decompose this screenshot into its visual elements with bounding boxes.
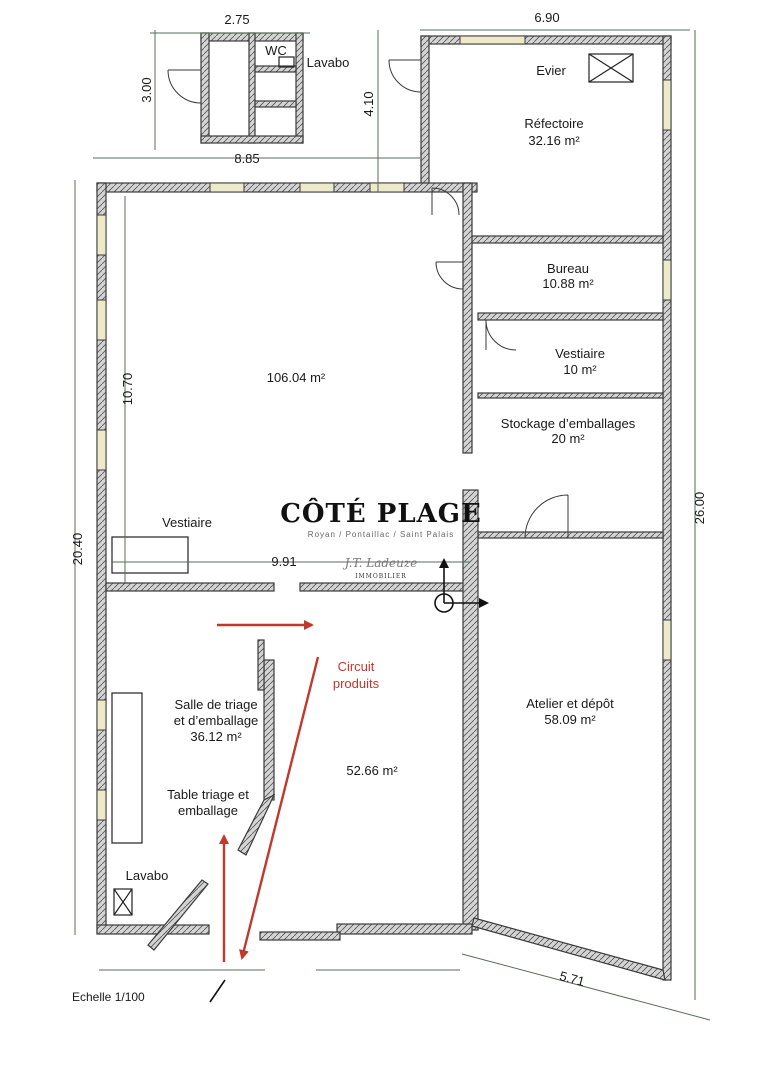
label-main-area: 106.04 m²: [267, 370, 326, 385]
dim-top-wc: 2.75: [224, 12, 249, 27]
label-lavabo-top: Lavabo: [307, 55, 350, 70]
dim-right-total: 26.00: [692, 492, 707, 525]
brand-name: CÔTÉ PLAGE: [280, 497, 482, 529]
diagonal-walls: [147, 793, 666, 981]
sorting-table: [111, 692, 143, 844]
lavabo-sink-icon: [113, 888, 133, 916]
dim-middle: 9.91: [271, 554, 296, 569]
fixtures: [111, 53, 634, 916]
label-refectoire: Réfectoire: [524, 116, 583, 131]
label-salle-area: 36.12 m²: [190, 729, 242, 744]
evier-sink-icon: [588, 53, 634, 83]
dim-top-right: 6.90: [534, 10, 559, 25]
label-atelier: Atelier et dépôt: [526, 696, 614, 711]
circuit-line-1: Circuit: [338, 659, 375, 674]
label-vestiaire-right-area: 10 m²: [563, 362, 597, 377]
dim-left-total: 20.40: [70, 533, 85, 566]
label-vestiaire-right: Vestiaire: [555, 346, 605, 361]
windows: [96, 35, 672, 821]
label-vestiaire-left: Vestiaire: [162, 515, 212, 530]
label-lavabo-bottom: Lavabo: [126, 868, 169, 883]
label-wc: WC: [265, 43, 287, 58]
dim-bottom-diag: 5.71: [558, 968, 586, 989]
dim-refectoire-height: 4.10: [361, 91, 376, 116]
brand-tagline: Royan / Pontaillac / Saint Palais: [308, 530, 454, 539]
label-atelier-area: 58.09 m²: [544, 712, 596, 727]
label-bureau: Bureau: [547, 261, 589, 276]
circuit-line-2: produits: [333, 676, 380, 691]
label-evier: Evier: [536, 63, 566, 78]
brand-immobilier: IMMOBILIER: [355, 573, 407, 580]
dim-wc-height: 3.00: [139, 77, 154, 102]
label-table-1: Table triage et: [167, 787, 249, 802]
label-salle-2: et d’emballage: [174, 713, 259, 728]
brand-watermark: CÔTÉ PLAGE Royan / Pontaillac / Saint Pa…: [280, 497, 482, 580]
label-bureau-area: 10.88 m²: [542, 276, 594, 291]
circuit-label: Circuit produits: [333, 659, 380, 691]
label-table-2: emballage: [178, 803, 238, 818]
vestiaire-cabinet: [111, 536, 189, 574]
dimension-lines: [74, 29, 711, 1021]
dim-top-span: 8.85: [234, 151, 259, 166]
label-salle-1: Salle de triage: [174, 697, 257, 712]
room-labels: WC Lavabo Evier Réfectoire 32.16 m² Bure…: [126, 43, 636, 883]
label-stockage: Stockage d’emballages: [501, 416, 636, 431]
dimension-labels: 2.75 3.00 6.90 4.10 8.85 10.70 20.40 26.…: [70, 10, 707, 989]
dim-left-inner: 10.70: [120, 373, 135, 406]
label-refectoire-area: 32.16 m²: [528, 133, 580, 148]
label-stockage-area: 20 m²: [551, 431, 585, 446]
circuit-arrows: [217, 620, 320, 962]
label-hall-area: 52.66 m²: [346, 763, 398, 778]
orientation-arrows: [209, 558, 489, 1003]
scale-label: Echelle 1/100: [72, 990, 145, 1004]
walls: [96, 32, 672, 981]
brand-signature: J.T. Ladeuze: [342, 556, 418, 570]
doors: [167, 59, 569, 539]
